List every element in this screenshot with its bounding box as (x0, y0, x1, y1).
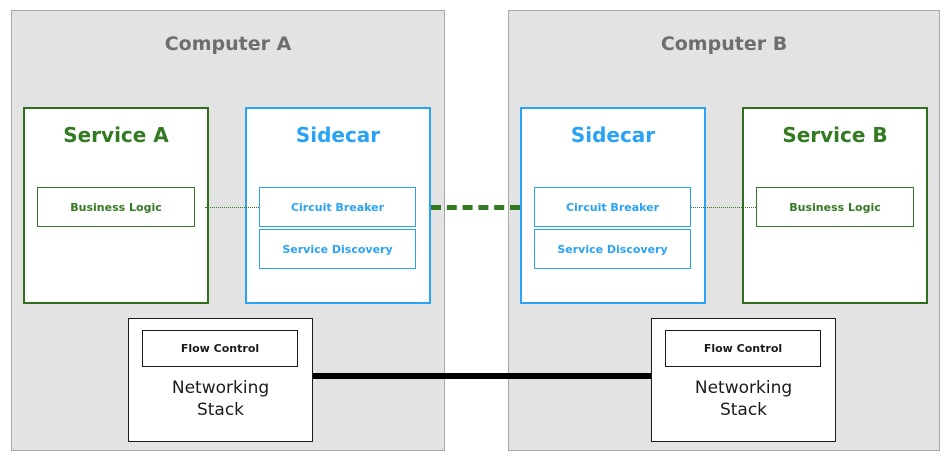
networking-stack-a-label: Networking Stack (129, 377, 312, 421)
computer-a-title: Computer A (164, 33, 292, 55)
service-a-title: Service A (63, 123, 169, 147)
sidecar-b-circuit-breaker: Circuit Breaker (534, 187, 691, 227)
service-a-business-logic: Business Logic (37, 187, 195, 227)
service-a-to-sidecar-a-link (205, 207, 259, 208)
sidecar-b-title: Sidecar (570, 123, 656, 147)
networking-stack-a-line2: Stack (196, 400, 245, 420)
networking-stack-a-line1: Networking (171, 378, 270, 398)
network-link (313, 373, 651, 379)
sidecar-a-circuit-breaker: Circuit Breaker (259, 187, 416, 227)
service-b-business-logic: Business Logic (756, 187, 914, 227)
networking-stack-b-label: Networking Stack (652, 377, 835, 421)
networking-stack-b-line1: Networking (694, 378, 793, 398)
sidecar-a-title: Sidecar (295, 123, 381, 147)
networking-stack-b-line2: Stack (719, 400, 768, 420)
sidecar-a-to-sidecar-b-link (431, 205, 520, 210)
sidecar-b-to-service-b-link (691, 207, 756, 208)
sidecar-b-service-discovery: Service Discovery (534, 229, 691, 269)
flow-control-a: Flow Control (142, 330, 298, 367)
flow-control-b: Flow Control (665, 330, 821, 367)
sidecar-a-service-discovery: Service Discovery (259, 229, 416, 269)
service-b-title: Service B (782, 123, 888, 147)
computer-b-title: Computer B (660, 33, 788, 55)
